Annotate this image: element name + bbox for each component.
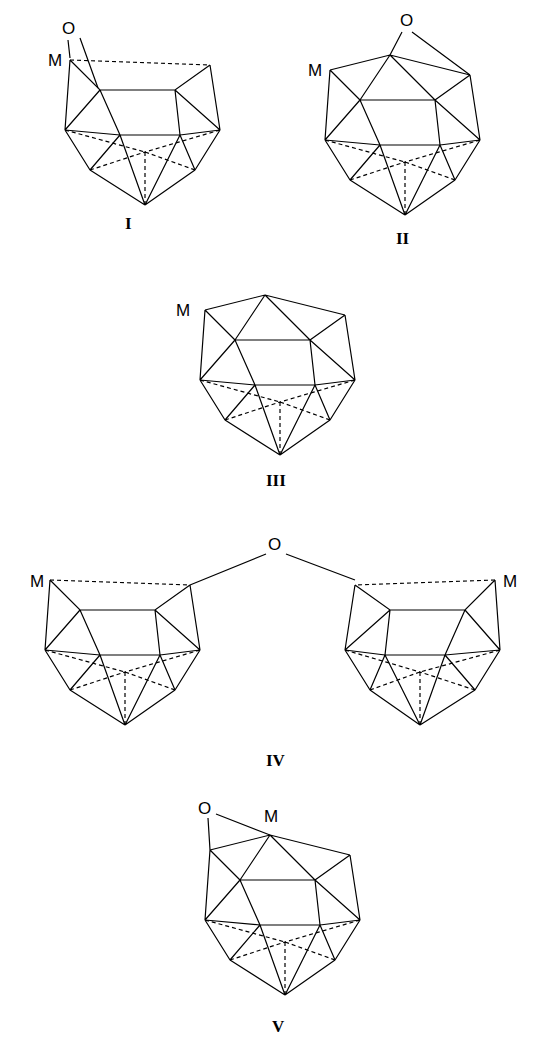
figure-numeral: V bbox=[272, 1018, 284, 1035]
atom-label: M bbox=[503, 573, 517, 590]
atom-label: O bbox=[400, 12, 413, 29]
figure-numeral: III bbox=[266, 472, 286, 489]
figure-numeral: II bbox=[396, 230, 409, 247]
atom-label: O bbox=[62, 20, 75, 37]
atom-label: M bbox=[176, 302, 190, 319]
atom-label: M bbox=[264, 808, 278, 825]
atom-label: M bbox=[30, 573, 44, 590]
figure-numeral: I bbox=[125, 215, 132, 232]
atom-label: M bbox=[308, 62, 322, 79]
figure-numeral: IV bbox=[266, 752, 285, 769]
atom-label: O bbox=[268, 536, 281, 553]
atom-label: O bbox=[198, 800, 211, 817]
atom-label: M bbox=[48, 52, 62, 69]
